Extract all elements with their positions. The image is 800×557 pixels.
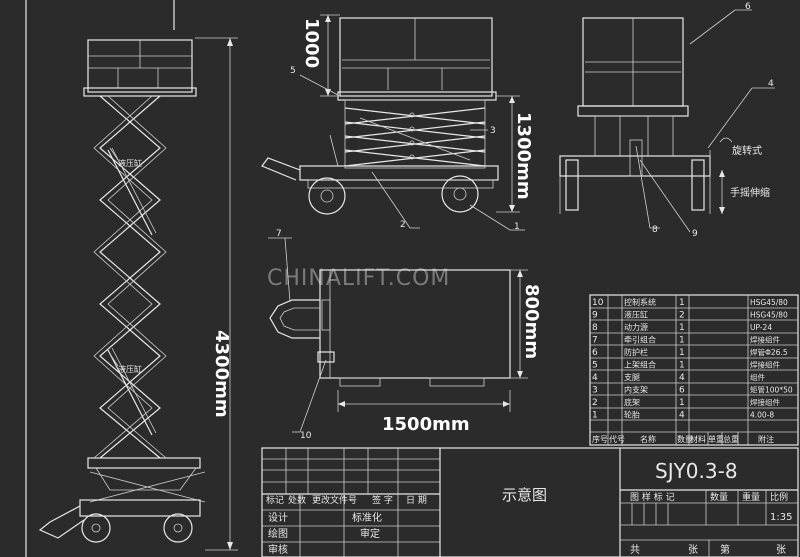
callout-7: 7 [276,229,282,239]
bom-row-no: 3 [592,386,598,396]
bom-row-no: 2 [592,398,598,408]
bom-row-qty: 1 [679,348,685,358]
bom-row-no: 5 [592,361,598,371]
bom-header-material: 材料 [690,434,706,444]
bom-row-qty: 4 [679,411,685,421]
top-view: 7 10 [268,229,511,441]
dimension-height-left: 4300mm [211,330,232,418]
dimension-length: 1500mm [382,414,470,435]
bom-row-no: 6 [592,348,598,358]
bom-row-name: 动力源 [624,322,648,332]
bom-row-no: 10 [592,298,604,308]
label-approve: 审定 [360,527,380,540]
bom-row-note: HSG45/80 [750,311,788,320]
callout-2: 2 [400,220,406,230]
rev-header-sign: 签 字 [372,494,393,506]
callout-10: 10 [300,431,312,441]
bom-row-note: 矩管100*50 [750,385,793,395]
bom-row-qty: 1 [679,398,685,408]
bom-row-name: 牵引组合 [624,335,656,345]
bom-row-note: 焊接组件 [750,360,780,370]
bom-row-qty: 1 [679,298,685,308]
label-sheet: 第 [720,543,730,556]
bom-header-total-weight: 总重 [723,434,739,444]
bom-row-no: 1 [592,411,598,421]
dimension-lift-height: 1300mm [513,112,534,200]
label-check: 审核 [268,543,288,556]
bom-row-note: 焊接组件 [750,335,780,345]
bom-row-qty: 1 [679,361,685,371]
col-header-mark: 图 样 标 记 [630,491,675,503]
rev-header-doc: 更改文件号 [312,494,357,506]
callout-4: 4 [768,79,774,89]
bom-row-qty: 2 [679,311,685,321]
rev-header-mark: 标记 [266,494,284,506]
bom-row-name: 控制系统 [624,297,656,307]
label-standard: 标准化 [352,511,382,524]
bom-header-name: 名称 [640,434,656,444]
bom-row-name: 上架组合 [624,360,656,370]
bom-row-qty: 1 [679,323,685,333]
cylinder-label-lower: 液压缸 [118,364,142,374]
bom-row-qty: 6 [679,386,685,396]
bom-row-name: 底架 [624,397,640,407]
label-total: 共 [630,544,640,556]
side-guardrail [339,17,493,97]
extended-lift-view [38,39,206,543]
bom-row-note: 4.00-8 [750,411,774,420]
callout-3: 3 [490,126,496,136]
bom-header-qty: 数量 [677,434,693,444]
callout-9: 9 [692,229,698,239]
callout-1: 1 [514,222,520,232]
drawing-name: 示意图 [502,486,547,504]
bom-header-no: 序号 [592,434,608,444]
bom-row-note: UP-24 [750,323,772,332]
bom-row-note: 组件 [750,372,765,382]
rev-header-count: 处数 [288,494,306,506]
label-sheets-unit: 张 [688,544,698,556]
hand-extend-label: 手摇伸缩 [730,186,770,199]
bom-row-name: 轮胎 [624,410,640,420]
col-header-weight: 重量 [742,491,760,503]
label-design: 设计 [268,511,288,524]
title-block [261,447,799,557]
bom-row-note: 焊接组件 [750,397,780,407]
scale-value: 1:35 [770,512,792,523]
bom-row-note: HSG45/80 [750,298,788,307]
label-draw: 绘图 [268,527,288,540]
bom-header-remark: 附注 [758,434,774,444]
bom-header-code: 代号 [609,434,625,444]
top-view-body [319,269,511,379]
callout-6: 6 [745,2,751,12]
bom-row-qty: 1 [679,336,685,346]
model-number: SJY0.3-8 [655,459,738,483]
col-header-scale: 比例 [770,491,788,503]
callout-5: 5 [290,66,296,76]
bom-table [589,294,799,446]
bom-row-name: 支腿 [624,372,640,382]
front-view [559,17,711,214]
bom-row-name: 防护栏 [624,347,648,357]
bom-row-no: 4 [592,373,598,383]
bom-row-name: 内支架 [624,385,648,395]
dimension-width: 800mm [521,284,542,359]
dimension-guard-height: 1000 [301,18,322,68]
col-header-qty: 数量 [710,491,728,503]
bom-row-note: 焊管Φ26.5 [750,347,788,357]
bom-row-qty: 4 [679,373,685,383]
bom-row-name: 液压缸 [624,310,648,320]
bom-row-no: 8 [592,323,598,333]
bom-header-unit-weight: 单重 [708,434,724,444]
cylinder-label-upper: 液压缸 [118,158,142,168]
bom-row-no: 7 [592,336,598,346]
rev-header-date: 日 期 [406,495,427,506]
bom-row-no: 9 [592,311,598,321]
label-sheet-unit: 张 [776,544,786,556]
rotate-label: 旋转式 [732,144,762,157]
callout-8: 8 [652,225,658,235]
